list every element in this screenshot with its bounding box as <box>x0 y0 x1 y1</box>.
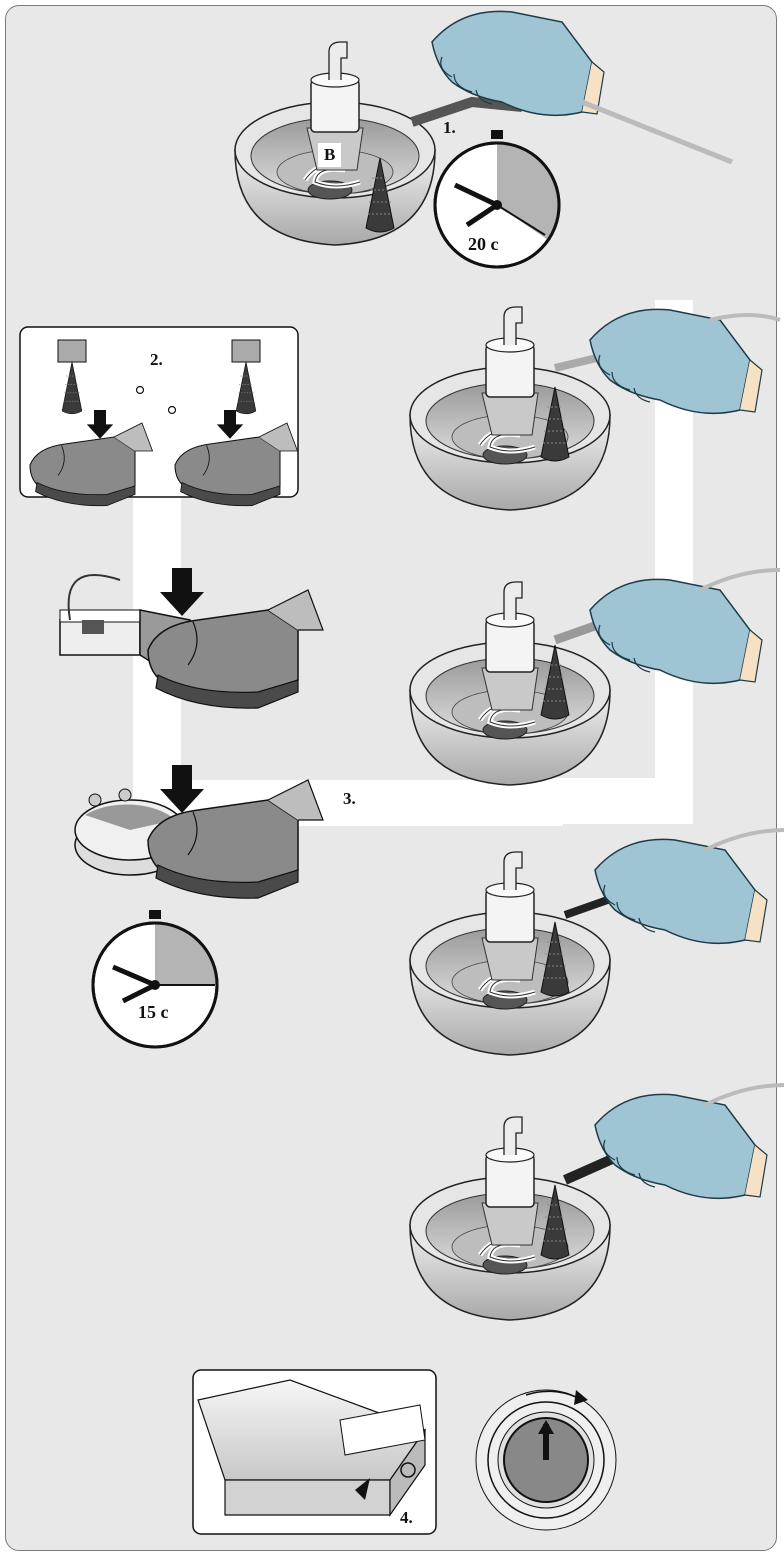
rotation-clock-icon <box>476 1390 616 1530</box>
step1-gloved-hand-icon <box>412 11 732 162</box>
gloved-hand-icon <box>565 830 784 943</box>
timer-15-label: 15 c <box>138 1002 169 1023</box>
bowl-handpiece-1 <box>410 307 610 510</box>
step-3-label: 3. <box>343 789 356 809</box>
label-b: B <box>318 143 341 167</box>
bowl-handpiece-3 <box>410 852 610 1055</box>
step-2-label: 2. <box>150 350 163 370</box>
timer-20-label: 20 c <box>468 234 499 255</box>
stopwatch-15s-icon <box>93 910 217 1047</box>
bowl-handpiece-2 <box>410 582 610 785</box>
gloved-hand-icon <box>565 1085 784 1198</box>
bowl-handpiece-4 <box>410 1117 610 1320</box>
step-1-label: 1. <box>443 118 456 138</box>
step-4-label: 4. <box>400 1508 413 1528</box>
